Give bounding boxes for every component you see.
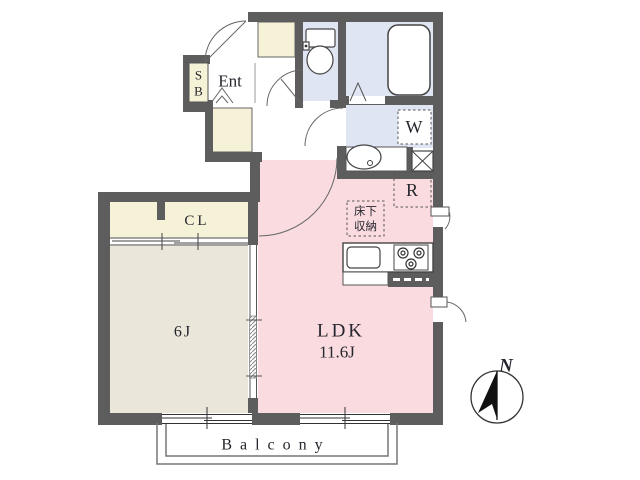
entrance-porch-floor (211, 107, 253, 153)
north-compass (470, 370, 524, 424)
wall-bath-bottom (346, 96, 433, 105)
refrigerator-space-label: R (406, 180, 418, 200)
bath-folding-door (349, 81, 367, 102)
closet-floor (110, 202, 248, 238)
closet-door-lines (110, 237, 248, 246)
underfloor-storage-box (346, 200, 385, 237)
partition-sliding-door (246, 245, 262, 398)
basin-bowl (346, 144, 382, 170)
bedroom-size-label: 6J (174, 324, 192, 341)
pipe-space-cross (411, 150, 434, 172)
partition-ticks (246, 319, 262, 377)
shoe-box-label-b: B (194, 84, 203, 99)
north-label: N (498, 356, 514, 377)
wall-bottom (98, 413, 443, 425)
underfloor-storage-label-2: 収納 (354, 219, 377, 233)
toilet-fixture (302, 28, 336, 75)
toilet-door-leaf (280, 78, 304, 107)
washer-space-box (397, 109, 432, 145)
entry-door-arc (204, 20, 247, 63)
ldk-size-label: 11.6J (319, 343, 355, 362)
casement-window-leaf-1 (430, 206, 450, 217)
kitchen (342, 242, 434, 286)
balcony-inner-rail (165, 424, 389, 457)
refrigerator-space-box (393, 171, 432, 208)
entrance-label: Ent (218, 72, 242, 91)
ldk-door-arc (258, 157, 338, 237)
wall-hall-connector (250, 152, 260, 202)
shoe-box (188, 62, 209, 103)
step-mark-inner (215, 95, 229, 104)
compass-needle-head (478, 371, 497, 419)
bath-door-gap (349, 96, 385, 104)
pipe-space-box (411, 150, 434, 172)
toilet-door-arc (266, 69, 304, 107)
wall-porch-bottom (205, 152, 262, 162)
balcony-outer-rail (156, 423, 398, 465)
wall-right-middle (433, 227, 443, 298)
entry-door-leaf (204, 20, 247, 63)
step-mark-outer (210, 87, 234, 104)
wall-closet-top (98, 192, 258, 202)
stove-burners (397, 247, 425, 270)
kitchen-counter-lower (342, 271, 389, 286)
kitchen-sink (346, 246, 381, 269)
closet-door-ticks (161, 233, 199, 250)
ldk-window-lines (300, 407, 390, 429)
wall-porch-left (205, 105, 213, 162)
toilet-tank (305, 28, 336, 48)
wall-left (98, 192, 110, 425)
labels: S B Ent CL 6J LDK 11.6J W R 床下 収納 Balcon… (174, 68, 514, 454)
wall-divider-upper (248, 202, 258, 245)
wall-closet-stub (157, 202, 165, 220)
wall-divider-lower (248, 398, 258, 413)
washer-space-label: W (406, 117, 423, 137)
wall-toilet-bottom (330, 100, 338, 108)
wall-hall-corner (337, 146, 346, 179)
underfloor-storage-label-1: 床下 (354, 204, 377, 218)
wall-right-upper (433, 12, 443, 208)
casement-window-arc-1 (444, 210, 451, 230)
balcony-windows (162, 407, 390, 429)
wall-toilet-left (295, 12, 303, 108)
washroom-door-arc (304, 107, 344, 147)
right-windows (430, 206, 467, 323)
bathtub (387, 24, 431, 96)
balcony-label: Balcony (221, 437, 330, 454)
wall-right-lower (433, 322, 443, 425)
hall-storage-floor (257, 21, 296, 58)
casement-window-arc-2 (446, 301, 467, 323)
wall-entry-left (183, 55, 190, 112)
wall-toilet-bath (338, 12, 346, 108)
doors (204, 20, 344, 237)
wall-entry-top (183, 55, 210, 64)
casement-window-leaf-2 (430, 296, 448, 308)
toilet-flush-knob (304, 44, 308, 48)
bedroom-floor (110, 245, 248, 413)
closet-sliding-doors (110, 233, 248, 250)
basin-drain (367, 160, 373, 166)
wall-basin-side (405, 147, 413, 171)
balcony (156, 423, 398, 465)
wall-washroom-bottom (338, 171, 433, 179)
entrance-step (210, 63, 256, 104)
bedroom-window-lines (162, 407, 252, 429)
washbasin (345, 144, 408, 172)
shoe-box-label-s: S (195, 68, 202, 83)
partition-door-panel (249, 315, 257, 379)
toilet-bowl (306, 45, 334, 75)
closet-label: CL (184, 213, 209, 229)
ldk-label: LDK (317, 321, 365, 342)
